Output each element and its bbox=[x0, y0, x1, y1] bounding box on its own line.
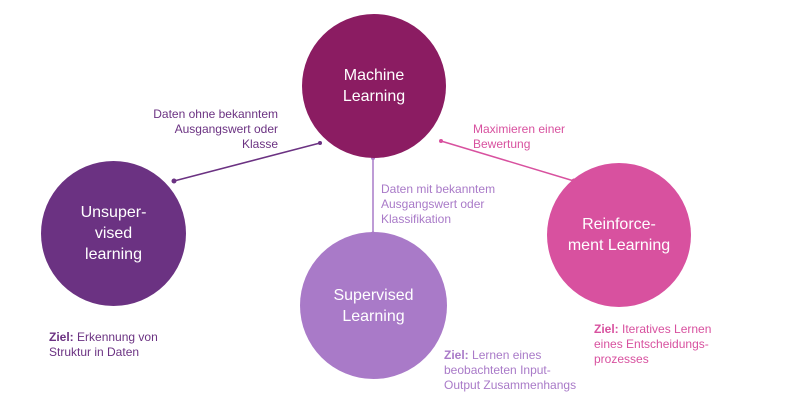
edge-label-unsupervised: Daten ohne bekanntem Ausgangswert oder K… bbox=[108, 107, 278, 152]
goal-supervised-line2: beobachteten Input- bbox=[444, 363, 551, 377]
goal-supervised: Ziel: Lernen eines beobachteten Input- O… bbox=[444, 348, 604, 393]
node-reinforcement-line2: ment Learning bbox=[567, 237, 671, 254]
edge-ml-unsupervised-dot bbox=[171, 178, 177, 184]
goal-reinforcement-line2: eines Entscheidungs- bbox=[594, 337, 709, 351]
goal-unsupervised-key: Ziel: bbox=[49, 330, 74, 344]
goal-reinforcement-line1: Iteratives Lernen bbox=[622, 322, 712, 336]
node-reinforcement-line1: Reinforce- bbox=[582, 216, 656, 233]
edge-label-unsupervised-line3: Klasse bbox=[241, 137, 278, 151]
goal-reinforcement-key: Ziel: bbox=[594, 322, 619, 336]
edge-label-reinforcement-line1: Maximieren einer bbox=[473, 122, 566, 136]
edge-label-supervised-line2: Ausgangswert oder bbox=[381, 197, 485, 211]
goal-unsupervised-line2: Struktur in Daten bbox=[49, 345, 140, 359]
node-supervised-line2: Learning bbox=[342, 307, 405, 325]
node-supervised-line1: Supervised bbox=[333, 286, 414, 304]
edge-label-supervised-line3: Klassifikation bbox=[381, 212, 452, 226]
node-machine-learning-line2: Learning bbox=[342, 88, 406, 105]
edge-label-supervised: Daten mit bekanntem Ausgangswert oder Kl… bbox=[381, 182, 541, 227]
goal-supervised-line1: Lernen eines bbox=[472, 348, 542, 362]
node-unsupervised-line2: vised bbox=[94, 225, 133, 242]
edge-ml-unsupervised-dot-start bbox=[318, 141, 322, 145]
node-machine-learning-line1: Machine bbox=[343, 67, 405, 84]
goal-reinforcement-line3: prozesses bbox=[594, 352, 649, 366]
node-reinforcement-learning: Reinforce- ment Learning bbox=[547, 163, 691, 307]
node-unsupervised-learning: Unsuper- vised learning bbox=[41, 161, 186, 306]
node-supervised-learning: Supervised Learning bbox=[300, 232, 447, 379]
edge-label-unsupervised-line1: Daten ohne bekanntem bbox=[153, 107, 278, 121]
node-machine-learning: Machine Learning bbox=[302, 14, 446, 158]
edge-ml-reinforcement bbox=[440, 140, 575, 182]
edge-ml-unsupervised bbox=[173, 142, 321, 182]
goal-unsupervised: Ziel: Erkennung von Struktur in Daten bbox=[49, 330, 229, 360]
node-unsupervised-line1: Unsuper- bbox=[80, 204, 147, 221]
edge-label-unsupervised-line2: Ausgangswert oder bbox=[174, 122, 278, 136]
goal-reinforcement: Ziel: Iteratives Lernen eines Entscheidu… bbox=[594, 322, 754, 367]
edge-label-supervised-line1: Daten mit bekanntem bbox=[381, 182, 496, 196]
edge-label-reinforcement-line2: Bewertung bbox=[473, 137, 531, 151]
edge-label-reinforcement: Maximieren einer Bewertung bbox=[473, 122, 613, 152]
goal-unsupervised-line1: Erkennung von bbox=[77, 330, 158, 344]
goal-supervised-key: Ziel: bbox=[444, 348, 469, 362]
node-unsupervised-line3: learning bbox=[85, 246, 142, 263]
goal-supervised-line3: Output Zusammenhangs bbox=[444, 378, 577, 392]
edge-ml-reinforcement-dot-start bbox=[439, 139, 443, 143]
